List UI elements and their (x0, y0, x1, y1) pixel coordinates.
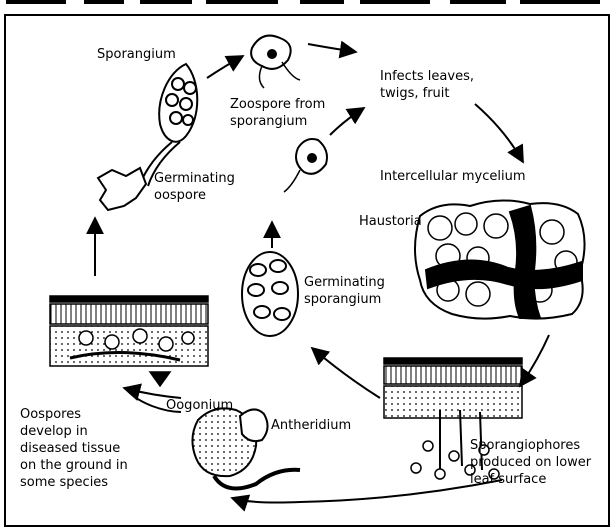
label-sporangium: Sporangium (97, 46, 176, 63)
label-antheridium: Antheridium (271, 417, 351, 434)
label-sporangiophores: Sporangiophores produced on lower leaf s… (470, 437, 591, 488)
arrow-zoospore-up (330, 108, 364, 135)
arrow-oogonium-to-leaf (312, 348, 380, 398)
label-intercellular-mycelium: Intercellular mycelium (380, 168, 526, 185)
arrow-sporangium-to-zoospore (207, 56, 243, 78)
label-infects-leaves: Infects leaves, twigs, fruit (380, 68, 474, 102)
label-germinating-sporangium: Germinating sporangium (304, 274, 385, 308)
label-zoospore-from-sporangium: Zoospore from sporangium (230, 96, 325, 130)
sporangium-drawing (140, 64, 197, 186)
label-germinating-oospore: Germinating oospore (154, 170, 235, 204)
label-oospores-develop: Oospores develop in diseased tissue on t… (20, 406, 128, 491)
arrow-sporangiophores-to-oogonium (232, 480, 502, 503)
diseased-leaf-section-drawing (50, 296, 208, 386)
arrow-zoospore-to-infects (308, 44, 356, 52)
arrow-tissue-to-sporangiophores (520, 335, 549, 386)
mycelium-tissue-drawing (415, 200, 585, 318)
label-oogonium: Oogonium (166, 397, 233, 414)
arrow-infects-to-mycelium (475, 104, 523, 162)
germinating-sporangium-drawing (242, 252, 298, 336)
germinating-oospore-drawing (98, 168, 146, 210)
label-haustoria: Haustoria (359, 213, 422, 230)
